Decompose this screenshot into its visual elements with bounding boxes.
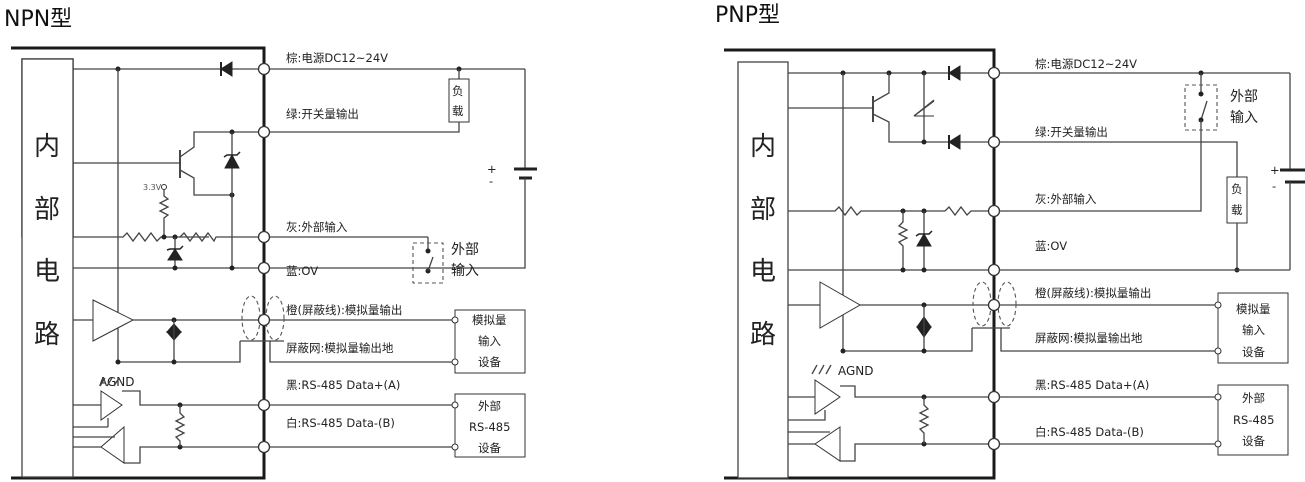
pnp-battery-minus: -: [1272, 179, 1276, 193]
npn-wire-white-label: 白:RS-485 Data-(B): [286, 416, 395, 430]
pnp-load-label-2: 载: [1231, 203, 1243, 217]
pnp-ext-input-label-1: 外部: [1230, 89, 1258, 105]
pnp-rs485-device: [1217, 384, 1289, 456]
pnp-analog-device-label-1: 模拟量: [1236, 302, 1271, 316]
pnp-wire-orange-label: 橙(屏蔽线):模拟量输出: [1035, 286, 1151, 300]
pnp-internal-label-3: 电: [750, 257, 776, 287]
pnp-internal-label-2: 部: [750, 195, 776, 225]
npn-wire-brown-label: 棕:电源DC12~24V: [286, 51, 388, 65]
pnp-internal-label-4: 路: [750, 320, 776, 350]
pnp-analog-amplifier: [819, 281, 862, 329]
pnp-wire-white-label: 白:RS-485 Data-(B): [1035, 425, 1144, 439]
pnp-wire-black-label: 黑:RS-485 Data+(A): [1035, 378, 1149, 392]
pnp-diagram: PNP型 内 部 电 路 外部 输入 负 载: [715, 3, 1305, 480]
npn-wire-black-label: 黑:RS-485 Data+(A): [286, 378, 400, 392]
npn-rs485-device: [454, 393, 526, 458]
pnp-wire-brown-label: 棕:电源DC12~24V: [1035, 57, 1137, 71]
pnp-wire-blue-label: 蓝:OV: [1035, 239, 1067, 253]
npn-analog-device: [454, 309, 526, 374]
npn-ext-input-label-1: 外部: [451, 242, 479, 258]
pnp-load-label-1: 负: [1231, 182, 1243, 196]
npn-internal-label-1: 内: [34, 132, 60, 162]
npn-ext-input-label-2: 输入: [451, 263, 479, 279]
pnp-ext-input-label-2: 输入: [1230, 110, 1258, 126]
pnp-agnd-label: AGND: [838, 364, 874, 378]
npn-internal-label-3: 电: [34, 257, 60, 287]
pnp-wire-shield-label: 屏蔽网:模拟量输出地: [1035, 331, 1143, 345]
npn-rs485-device-label-2: RS-485: [469, 420, 510, 434]
pnp-analog-device-label-3: 设备: [1242, 345, 1265, 359]
pnp-rs485-device-label-2: RS-485: [1233, 413, 1274, 427]
npn-ext-input-switch: [412, 242, 444, 284]
pnp-title: PNP型: [715, 3, 780, 28]
pnp-internal-label-1: 内: [750, 132, 776, 162]
npn-vref-label: 3.3V: [143, 183, 162, 192]
pnp-wire-gray-label: 灰:外部输入: [1035, 192, 1097, 206]
npn-wire-orange-label: 橙(屏蔽线):模拟量输出: [286, 303, 402, 317]
npn-analog-device-label-2: 输入: [478, 334, 501, 348]
npn-analog-amplifier: [92, 299, 135, 342]
npn-load-label-2: 载: [452, 104, 464, 118]
pnp-rs485-device-label-1: 外部: [1242, 391, 1265, 405]
npn-protection-diode: [220, 61, 233, 77]
pnp-rs485-device-label-3: 设备: [1242, 434, 1265, 448]
npn-analog-device-label-1: 模拟量: [472, 313, 507, 327]
pnp-protection-diode: [948, 65, 961, 81]
npn-wire-shield-label: 屏蔽网:模拟量输出地: [286, 341, 394, 355]
npn-wire-green-label: 绿:开关量输出: [286, 107, 359, 121]
npn-load-label-1: 负: [452, 84, 464, 98]
npn-internal-label-2: 部: [34, 195, 60, 225]
npn-wire-gray-label: 灰:外部输入: [286, 220, 348, 234]
pnp-analog-device-label-2: 输入: [1242, 323, 1265, 337]
npn-title: NPN型: [4, 7, 72, 32]
npn-wire-blue-label: 蓝:OV: [286, 264, 318, 278]
npn-analog-device-label-3: 设备: [478, 355, 501, 369]
npn-battery-plus: +: [487, 162, 497, 176]
npn-battery-minus: -: [489, 174, 493, 188]
npn-internal-label-4: 路: [34, 320, 60, 350]
npn-rs485-device-label-1: 外部: [478, 399, 501, 413]
pnp-internal-circuit-box: [737, 61, 789, 479]
npn-rs485-device-label-3: 设备: [478, 441, 501, 455]
pnp-analog-device: [1217, 292, 1289, 364]
pnp-wire-green-label: 绿:开关量输出: [1035, 125, 1108, 139]
npn-diagram: NPN型 内 部 电 路 负 载 + -: [4, 7, 537, 480]
pnp-battery-plus: +: [1270, 163, 1280, 177]
